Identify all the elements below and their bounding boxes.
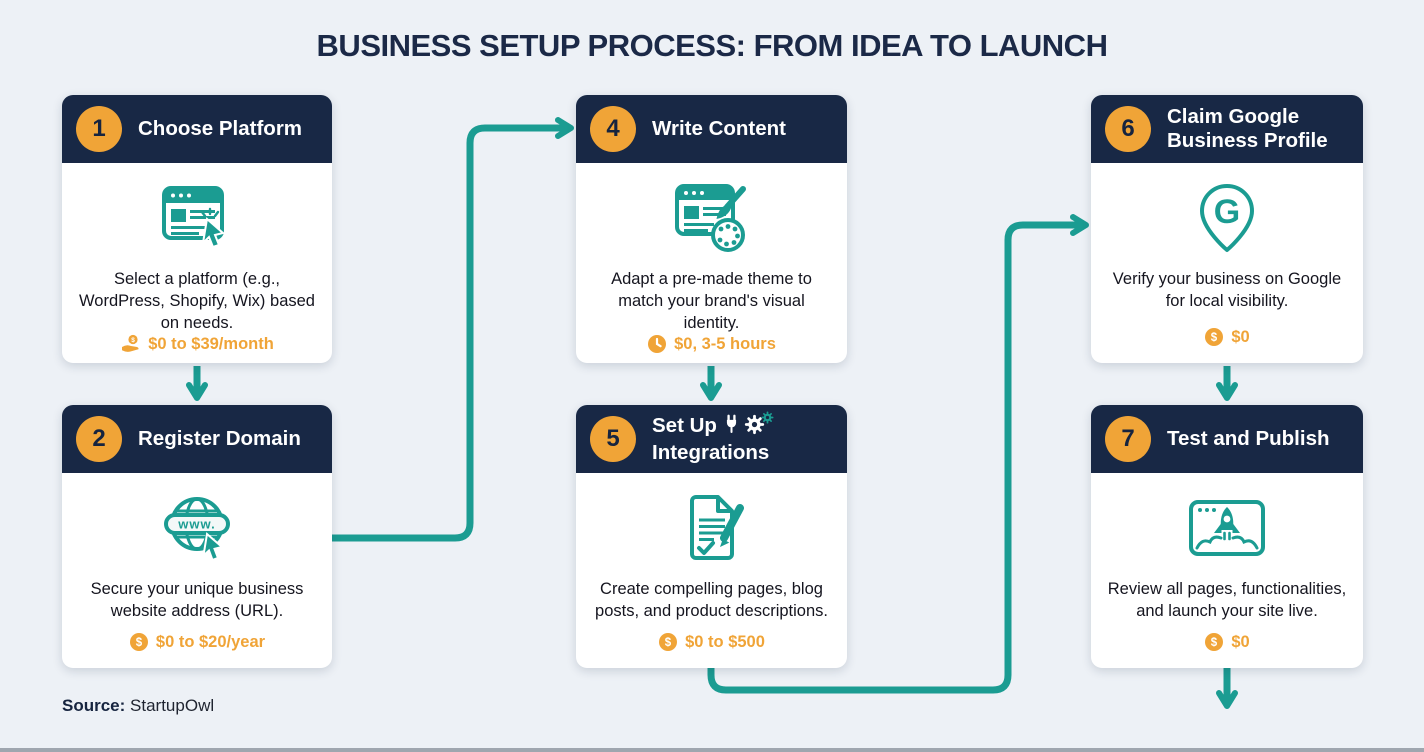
step-card-4-header: 4 Write Content <box>576 95 847 163</box>
step-card-6: 6 Claim Google Business Profile G Verify… <box>1091 95 1363 363</box>
step-number-badge: 5 <box>590 416 636 462</box>
step-card-5: 5 Set Up <box>576 405 847 668</box>
dollar-glyph: $ <box>1211 332 1218 344</box>
source-label: Source: <box>62 696 126 715</box>
step-card-7-header: 7 Test and Publish <box>1091 405 1363 473</box>
step-card-1: 1 Choose Platform Select a platform <box>62 95 332 363</box>
step-card-4-body: Adapt a pre-made theme to match your bra… <box>576 163 847 363</box>
step-card-1-header: 1 Choose Platform <box>62 95 332 163</box>
step-cost: $0 <box>1231 632 1250 651</box>
step-cost-line: $ $0 to $39/month <box>120 334 274 354</box>
step-card-1-body: Select a platform (e.g., WordPress, Shop… <box>62 163 332 363</box>
source-value: StartupOwl <box>130 696 215 715</box>
dollar-glyph: $ <box>1211 637 1218 649</box>
step-title: Set Up <box>652 411 774 464</box>
google-map-pin-icon: G <box>1191 175 1263 261</box>
step-cost-line: $ $0 <box>1204 632 1250 652</box>
page-title: BUSINESS SETUP PROCESS: FROM IDEA TO LAU… <box>316 28 1108 63</box>
step-number-badge: 1 <box>76 106 122 152</box>
step-title: Register Domain <box>138 427 301 451</box>
step-description: Adapt a pre-made theme to match your bra… <box>611 270 812 332</box>
step-description: Select a platform (e.g., WordPress, Shop… <box>79 270 315 332</box>
step-title-line1: Set Up <box>652 413 717 437</box>
step-title-line2: Integrations <box>652 440 770 464</box>
step-cost-line: $ $0 to $500 <box>658 632 765 652</box>
dollar-glyph: $ <box>665 637 672 649</box>
www-label: www. <box>177 517 215 532</box>
hand-coin-icon: $ <box>120 334 141 354</box>
step-cost: $0 <box>1231 327 1250 346</box>
step-card-6-header: 6 Claim Google Business Profile <box>1091 95 1363 163</box>
step-cost: $0 to $20/year <box>155 632 266 651</box>
dollar-glyph: $ <box>131 337 135 344</box>
google-g-letter: G <box>1214 193 1240 231</box>
step-cost-line: $ $0 to $20/year <box>129 632 265 652</box>
step-cost: $0 to $500 <box>685 632 765 651</box>
dollar-glyph: $ <box>136 637 143 649</box>
step-card-2-header: 2 Register Domain <box>62 405 332 473</box>
step-description: Review all pages, functionalities, and l… <box>1107 580 1347 620</box>
step-cost-line: $0, 3-5 hours <box>647 334 776 354</box>
step-description: Secure your unique business website addr… <box>90 580 304 620</box>
dollar-coin-icon: $ <box>1204 632 1224 652</box>
clock-icon <box>647 334 667 354</box>
step-card-7: 7 Test and Publish Review all pages, fun… <box>1091 405 1363 668</box>
dollar-coin-icon: $ <box>129 632 149 652</box>
connector-step2-step4 <box>331 117 574 542</box>
step-card-4: 4 Write Content <box>576 95 847 363</box>
gear-icon <box>744 414 765 441</box>
step-card-2: 2 Register Domain www. Secure your uniqu… <box>62 405 332 668</box>
browser-paint-palette-icon <box>674 175 750 261</box>
dollar-coin-icon: $ <box>658 632 678 652</box>
document-pencil-check-icon <box>676 485 748 571</box>
step-description: Create compelling pages, blog posts, and… <box>595 580 828 620</box>
step-card-5-header: 5 Set Up <box>576 405 847 473</box>
browser-cursor-icon <box>161 175 233 261</box>
small-gear-icon <box>761 406 774 430</box>
step-number-badge: 4 <box>590 106 636 152</box>
connector-step5-step6 <box>707 214 1089 694</box>
step-card-2-body: www. Secure your unique business website… <box>62 473 332 668</box>
step-number-badge: 6 <box>1105 106 1151 152</box>
step-number-badge: 7 <box>1105 416 1151 462</box>
rocket-launch-browser-icon <box>1188 485 1266 571</box>
bottom-edge-divider <box>0 748 1424 752</box>
step-description: Verify your business on Google for local… <box>1112 270 1342 310</box>
step-cost: $0, 3-5 hours <box>674 334 776 353</box>
step-title: Test and Publish <box>1167 427 1330 451</box>
step-title: Write Content <box>652 117 787 141</box>
step-cost: $0 to $39/month <box>148 334 274 353</box>
dollar-coin-icon: $ <box>1204 327 1224 347</box>
globe-www-icon: www. <box>159 485 235 571</box>
header-icon-group <box>724 411 774 441</box>
step-number-badge: 2 <box>76 416 122 462</box>
step-card-5-body: Create compelling pages, blog posts, and… <box>576 473 847 668</box>
plug-icon <box>724 414 739 441</box>
step-card-6-body: G Verify your business on Google for loc… <box>1091 163 1363 363</box>
step-card-7-body: Review all pages, functionalities, and l… <box>1091 473 1363 668</box>
step-title: Claim Google Business Profile <box>1167 105 1328 152</box>
source-attribution: Source: StartupOwl <box>62 696 214 716</box>
step-title: Choose Platform <box>138 117 303 141</box>
step-cost-line: $ $0 <box>1204 327 1250 347</box>
